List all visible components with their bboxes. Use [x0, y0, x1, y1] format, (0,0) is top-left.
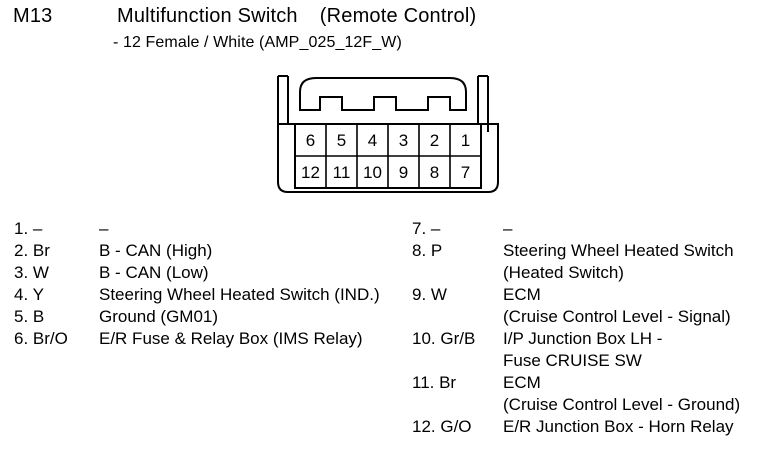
- pin-description: Steering Wheel Heated Switch: [503, 241, 734, 260]
- pin-assignment-list: 1. – – 2. Br B - CAN (High) 3. W B - CAN (Low…: [0, 218, 763, 462]
- pin-description: –: [503, 219, 513, 238]
- pin-cell-9: 9: [399, 163, 408, 182]
- pin-ref: 6. Br/O: [14, 329, 68, 348]
- pin-description: (Cruise Control Level - Signal): [503, 307, 731, 326]
- pin-ref: 8. P: [412, 241, 443, 260]
- pin-row: 9. W ECM: [412, 284, 763, 306]
- connector-svg: 6 5 4 3 2 1 12 11 10 9 8 7: [277, 75, 499, 193]
- pin-cell-6: 6: [306, 131, 315, 150]
- pin-cell-12: 12: [301, 163, 320, 182]
- pin-description: I/P Junction Box LH -: [503, 329, 663, 348]
- pin-cell-1: 1: [461, 131, 470, 150]
- pin-numbers-top-row: 6 5 4 3 2 1: [306, 131, 470, 150]
- pin-description: (Heated Switch): [503, 263, 624, 282]
- pin-row: 5. B Ground (GM01): [14, 306, 414, 328]
- pin-cell-2: 2: [430, 131, 439, 150]
- connector-title-remote: (Remote Control): [319, 5, 477, 27]
- connector-code: M13: [13, 5, 53, 27]
- pin-ref: 1. –: [14, 219, 43, 238]
- pin-cell-4: 4: [368, 131, 377, 150]
- pin-ref: 5. B: [14, 307, 45, 326]
- pin-ref: 7. –: [412, 219, 441, 238]
- connector-title-main: Multifunction Switch: [117, 5, 298, 27]
- pin-cell-5: 5: [337, 131, 346, 150]
- pin-description: B - CAN (Low): [99, 263, 209, 282]
- pin-description: Fuse CRUISE SW: [503, 351, 642, 370]
- connector-diagram: 6 5 4 3 2 1 12 11 10 9 8 7: [268, 70, 508, 210]
- pin-row: 8. P(Heated Switch): [412, 262, 763, 284]
- pin-row: 2. Br B - CAN (High): [14, 240, 414, 262]
- pin-row: 6. Br/O E/R Fuse & Relay Box (IMS Relay): [14, 328, 414, 350]
- pin-description: E/R Fuse & Relay Box (IMS Relay): [99, 329, 363, 348]
- pin-description: –: [99, 219, 109, 238]
- pin-cell-10: 10: [363, 163, 382, 182]
- pin-ref: 2. Br: [14, 241, 50, 260]
- pin-description: (Cruise Control Level - Ground): [503, 395, 741, 414]
- pin-ref: 12. G/O: [412, 417, 472, 436]
- pin-ref: 9. W: [412, 285, 447, 304]
- pin-ref: 4. Y: [14, 285, 44, 304]
- pin-row: 4. Y Steering Wheel Heated Switch (IND.): [14, 284, 414, 306]
- pin-row: 9. W(Cruise Control Level - Signal): [412, 306, 763, 328]
- pin-cell-11: 11: [333, 163, 351, 182]
- pin-description: E/R Junction Box - Horn Relay: [503, 417, 734, 436]
- pin-row: 11. Br ECM: [412, 372, 763, 394]
- pin-row: 11. Br(Cruise Control Level - Ground): [412, 394, 763, 416]
- connector-post-right: [477, 76, 489, 132]
- pin-description: B - CAN (High): [99, 241, 213, 260]
- connector-latch: [299, 77, 467, 111]
- pin-row: 10. Gr/B I/P Junction Box LH -: [412, 328, 763, 350]
- connector-subtitle: - 12 Female / White (AMP_025_12F_W): [113, 34, 402, 51]
- page-title: Multifunction Switch (Remote Control): [117, 4, 476, 28]
- pin-ref: 10. Gr/B: [412, 329, 476, 348]
- pin-description: ECM: [503, 373, 541, 392]
- pin-row: 12. G/O E/R Junction Box - Horn Relay: [412, 416, 763, 438]
- pin-row: 10. Gr/BFuse CRUISE SW: [412, 350, 763, 372]
- pin-row: 8. P Steering Wheel Heated Switch: [412, 240, 763, 262]
- pin-description: Ground (GM01): [99, 307, 219, 326]
- pin-row: 7. – –: [412, 218, 763, 240]
- pin-cell-3: 3: [399, 131, 408, 150]
- pin-row: 3. W B - CAN (Low): [14, 262, 414, 284]
- pin-description: ECM: [503, 285, 541, 304]
- connector-post-left: [277, 76, 289, 132]
- pin-cell-8: 8: [430, 163, 439, 182]
- pin-list-left-column: 1. – – 2. Br B - CAN (High) 3. W B - CAN (Low…: [14, 218, 414, 350]
- pin-ref: 11. Br: [412, 373, 457, 392]
- pin-cell-7: 7: [461, 163, 470, 182]
- pin-numbers-bottom-row: 12 11 10 9 8 7: [301, 163, 470, 182]
- connector-shell: [277, 123, 499, 193]
- pin-description: Steering Wheel Heated Switch (IND.): [99, 285, 380, 304]
- pin-ref: 3. W: [14, 263, 49, 282]
- header-block: M13 Multifunction Switch (Remote Control)…: [0, 0, 763, 62]
- pin-row: 1. – –: [14, 218, 414, 240]
